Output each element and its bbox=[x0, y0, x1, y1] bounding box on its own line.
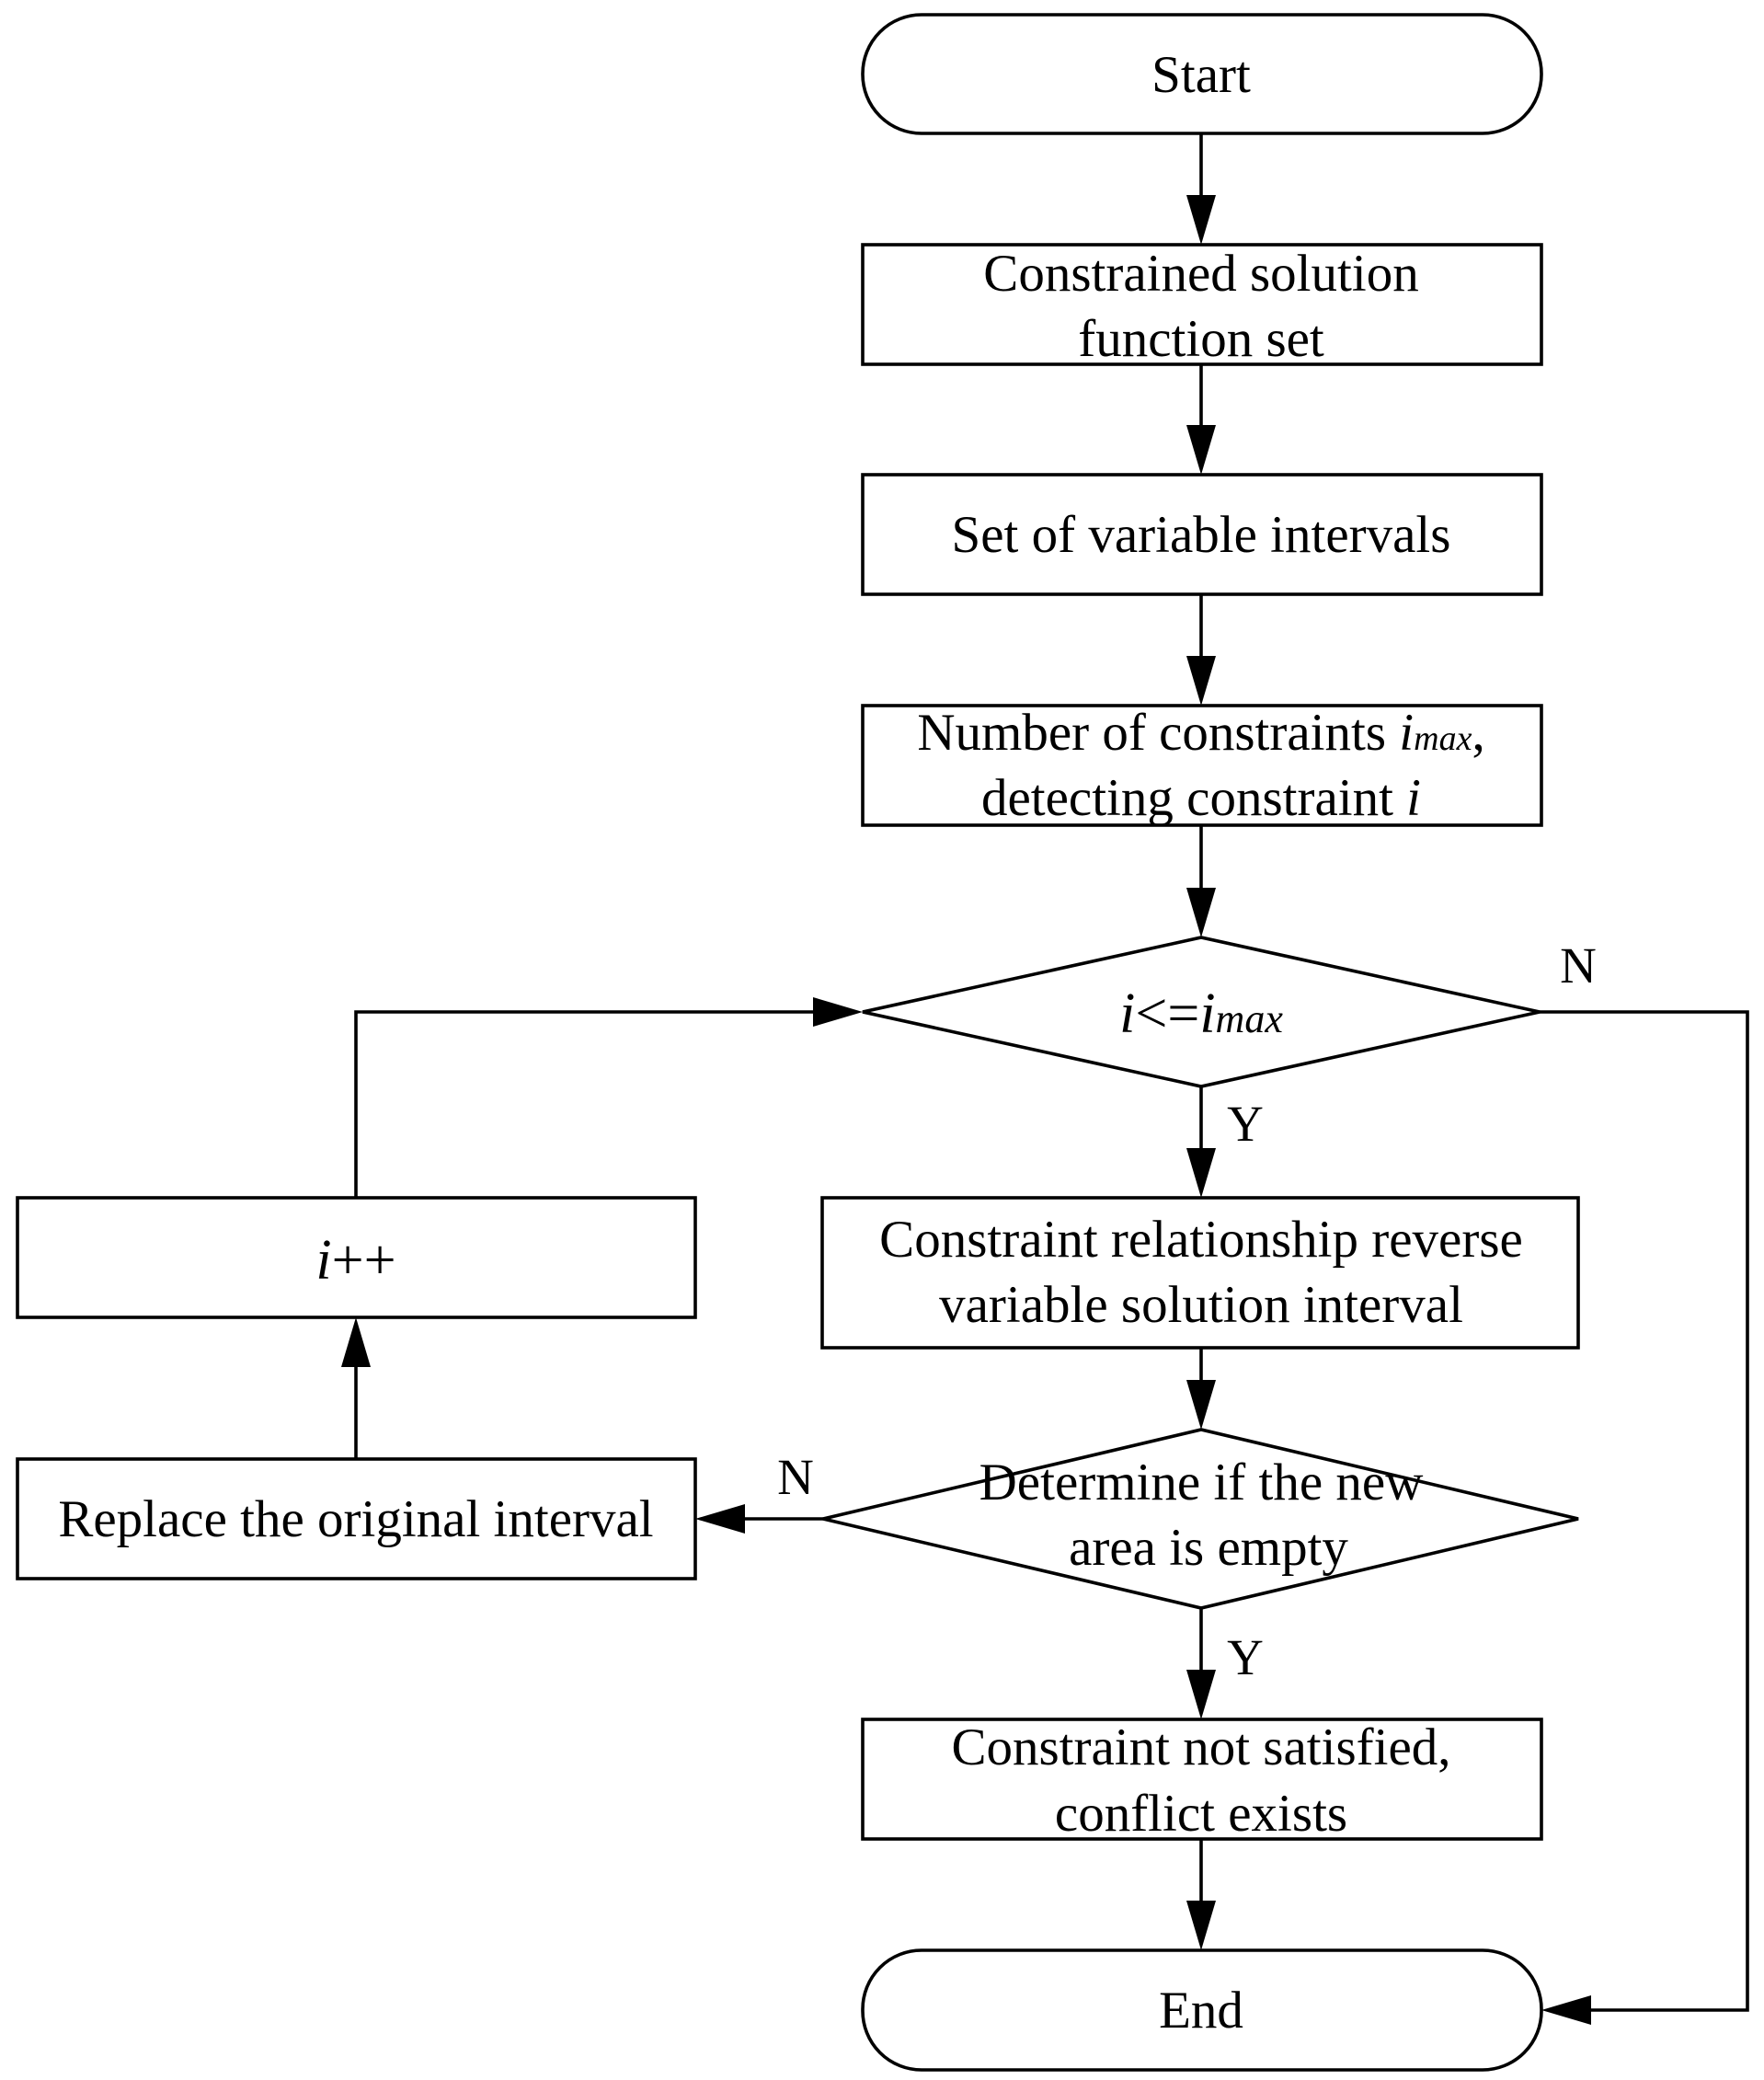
empty-check-diamond bbox=[822, 1428, 1579, 1610]
arrowhead bbox=[813, 997, 863, 1027]
variable-intervals-box bbox=[861, 473, 1543, 596]
num-constraints-label-2: detecting constraint i bbox=[981, 769, 1421, 827]
empty-check-label-2: area is empty bbox=[1069, 1519, 1348, 1577]
start-label: Start bbox=[1151, 46, 1251, 104]
variable-intervals-label: Set of variable intervals bbox=[952, 506, 1451, 564]
condition-label: i<=imax bbox=[1119, 983, 1283, 1045]
arrowhead bbox=[1186, 425, 1216, 475]
edge-label-empty-yes: Y bbox=[1227, 1629, 1264, 1685]
edge-label-cond-no: N bbox=[1560, 937, 1597, 994]
replace-label: Replace the original interval bbox=[58, 1490, 653, 1548]
arrowhead bbox=[695, 1504, 745, 1534]
constrained-set-label-1: Constrained solution bbox=[983, 245, 1418, 303]
arrowhead bbox=[1186, 195, 1216, 245]
empty-check-label-1: Determine if the new bbox=[979, 1454, 1424, 1511]
not-satisfied-label-1: Constraint not satisfied, bbox=[951, 1718, 1450, 1776]
increment-label: i++ bbox=[315, 1229, 395, 1292]
end-label: End bbox=[1159, 1982, 1243, 2040]
edge-label-empty-no: N bbox=[777, 1449, 814, 1505]
reverse-solution-label-2: variable solution interval bbox=[939, 1276, 1463, 1334]
constrained-set-box bbox=[861, 243, 1543, 366]
edge-increment-condition bbox=[354, 1010, 819, 1198]
arrowhead bbox=[1186, 1670, 1216, 1719]
arrowhead bbox=[1541, 1995, 1591, 2025]
edge-condition-end bbox=[1540, 1010, 1749, 2012]
reverse-solution-label-1: Constraint relationship reverse bbox=[879, 1211, 1523, 1269]
increment-box bbox=[16, 1196, 697, 1319]
reverse-solution-box bbox=[820, 1196, 1580, 1350]
num-constraints-label-1: Number of constraints imax, bbox=[917, 704, 1484, 762]
arrowhead bbox=[1186, 1901, 1216, 1950]
arrowhead bbox=[1186, 656, 1216, 706]
arrowhead bbox=[1186, 888, 1216, 937]
edge-label-cond-yes: Y bbox=[1227, 1096, 1264, 1152]
num-constraints-box bbox=[861, 704, 1543, 827]
constrained-set-label-2: function set bbox=[1078, 310, 1324, 368]
arrowhead bbox=[1186, 1380, 1216, 1430]
not-satisfied-box bbox=[861, 1718, 1543, 1841]
arrowhead bbox=[341, 1317, 371, 1367]
not-satisfied-label-2: conflict exists bbox=[1055, 1785, 1347, 1843]
arrowhead bbox=[1186, 1148, 1216, 1198]
